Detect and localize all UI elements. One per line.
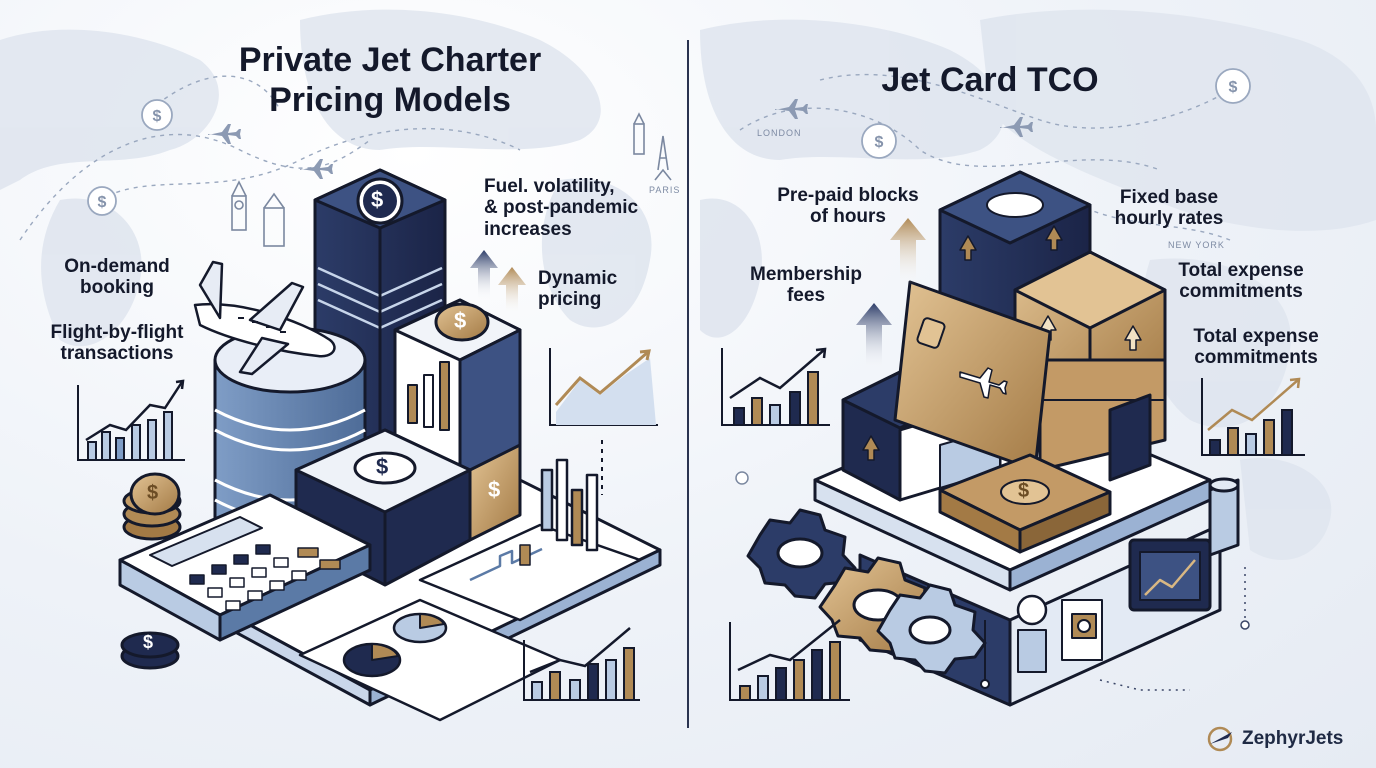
arrow-up-icon: [470, 250, 526, 315]
label-line: pricing: [538, 289, 602, 311]
dollar-sign: $: [376, 454, 389, 479]
label-on-demand-booking: On-demand booking: [42, 256, 192, 299]
zephyrjets-logo-icon: [1207, 726, 1233, 752]
bar-chart-icon: [407, 361, 450, 431]
label-line: booking: [80, 277, 154, 299]
svg-text:$: $: [153, 108, 162, 125]
gear-icon: [876, 583, 987, 675]
label-line: increases: [484, 218, 572, 240]
dollar-coin-icon: [87, 68, 1251, 216]
chart-document: [418, 523, 642, 622]
label-line: commitments: [1194, 347, 1318, 369]
label-line: Total expense: [1193, 326, 1319, 347]
city-label-new-york: NEW YORK: [1168, 240, 1225, 250]
arrow-up-icon: [856, 218, 926, 370]
dollar-coin-icon: [122, 472, 182, 541]
svg-text:$: $: [875, 134, 884, 151]
label-membership-fees: Membership fees: [736, 264, 876, 307]
bar-chart-icon: [523, 627, 640, 701]
label-line: Fixed base: [1119, 187, 1219, 208]
big-ben-icon: [231, 180, 285, 247]
airplane-icon: [208, 99, 1033, 179]
dollar-coin-icon: [434, 302, 490, 342]
label-dynamic-pricing: Dynamic pricing: [538, 268, 658, 311]
dollar-sign: $: [454, 308, 467, 333]
dollar-sign: $: [147, 482, 159, 504]
eiffel-tower-icon: [633, 112, 672, 181]
brand-name: ZephyrJets: [1242, 728, 1344, 749]
bar-chart-icon: [729, 619, 850, 701]
dollar-sign: $: [488, 477, 501, 502]
label-flight-by-flight: Flight-by-flight transactions: [32, 322, 202, 365]
brand-logo: ZephyrJets: [1206, 726, 1343, 752]
right-title: Jet Card TCO: [881, 61, 1099, 99]
label-line: Fuel. volatility,: [484, 176, 615, 197]
city-label-paris: PARIS: [649, 185, 681, 195]
dollar-coin-icon: [120, 631, 180, 670]
dollar-sign: $: [371, 187, 384, 212]
label-fixed-base-rates: Fixed base hourly rates: [1106, 187, 1232, 230]
label-line: hourly rates: [1114, 208, 1224, 230]
left-illustration: [118, 168, 662, 722]
svg-text:$: $: [1229, 79, 1238, 96]
world-map-background: [0, 9, 1376, 560]
bar-chart-icon: [721, 347, 830, 426]
gear-icon: [1071, 613, 1097, 639]
money-stack: [938, 453, 1112, 554]
bar-chart-icon: [1201, 377, 1305, 456]
dotted-connectors: [1099, 565, 1246, 691]
credit-card-icon: [893, 280, 1052, 472]
svg-text:$: $: [98, 194, 107, 211]
label-line: fees: [786, 285, 826, 307]
airplane-icon: [193, 260, 336, 376]
gold-crate: [1013, 250, 1167, 482]
label-line: Total expense: [1178, 260, 1304, 281]
bar-chart-icon: [540, 458, 599, 552]
label-line: commitments: [1179, 281, 1303, 303]
label-line: Flight-by-flight: [50, 322, 184, 343]
label-line: transactions: [60, 343, 174, 365]
label-line: & post-pandemic: [484, 197, 639, 219]
calculator-icon: [118, 493, 372, 642]
label-line: Membership: [750, 264, 862, 285]
dollar-coin-icon: [356, 177, 404, 225]
label-line: Dynamic: [538, 268, 618, 289]
dollar-sign: $: [143, 632, 154, 652]
right-illustration: [746, 170, 1240, 707]
left-title: Private Jet Charter Pricing Models: [190, 40, 590, 120]
label-fuel-volatility: Fuel. volatility, & post-pandemic increa…: [484, 176, 674, 240]
label-line: Pre-paid blocks: [777, 185, 919, 206]
line-chart-icon: [549, 348, 658, 495]
label-total-expense-2: Total expense commitments: [1176, 326, 1336, 369]
label-prepaid-blocks: Pre-paid blocks of hours: [766, 185, 930, 228]
city-label-london: LONDON: [757, 128, 802, 138]
small-dollar-markers: [735, 471, 1250, 630]
label-total-expense-1: Total expense commitments: [1166, 260, 1316, 303]
left-title-line2: Pricing Models: [269, 81, 511, 120]
label-line: On-demand: [64, 256, 170, 277]
dollar-sign: $: [1018, 480, 1030, 502]
left-title-line1: Private Jet Charter: [238, 41, 542, 79]
bar-chart-icon: [77, 379, 185, 461]
label-line: of hours: [810, 206, 886, 228]
